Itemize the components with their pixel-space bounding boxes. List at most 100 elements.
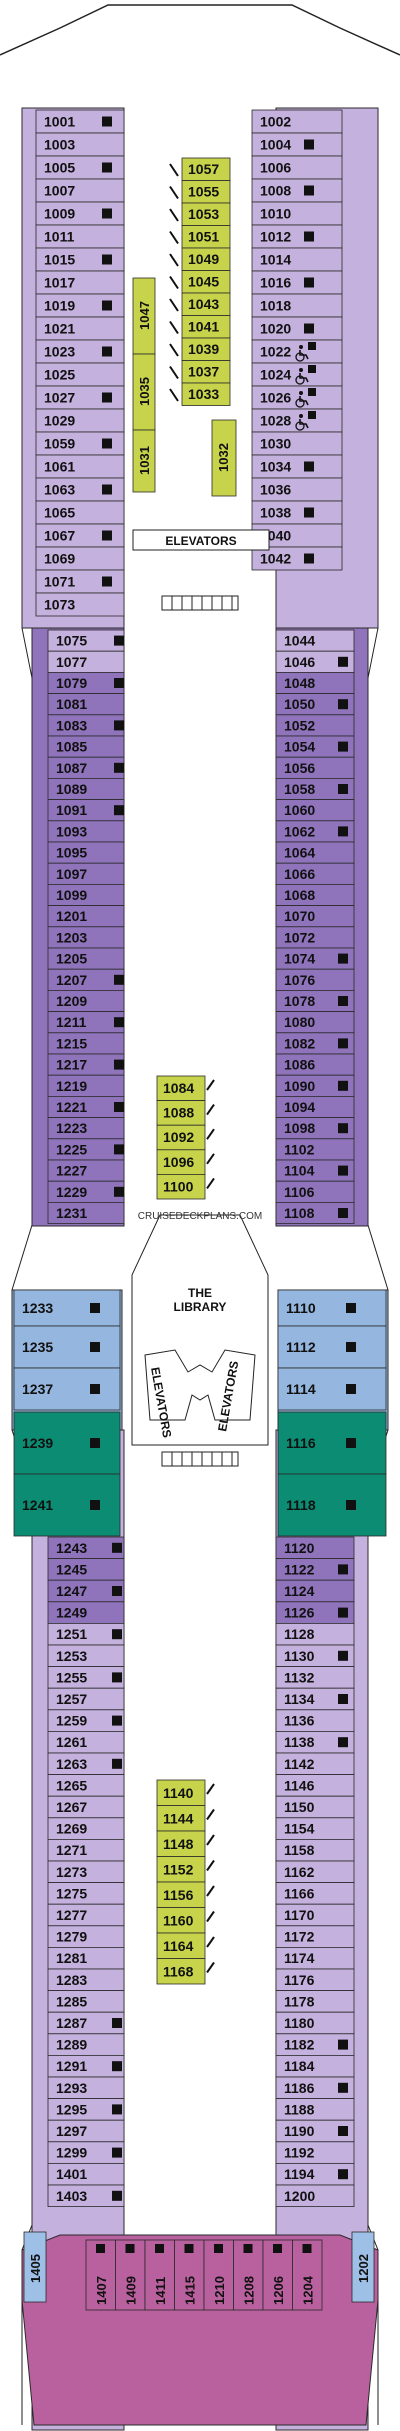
cabin-number: 1255 [56, 1669, 87, 1685]
cabin-number: 1295 [56, 2101, 87, 2117]
cabin-number: 1076 [284, 972, 315, 988]
elevator-lobby [144, 1349, 256, 1421]
center-cabin[interactable] [156, 1881, 206, 1908]
center-cabin[interactable] [211, 419, 237, 497]
cabin-number: 1035 [137, 377, 152, 406]
cabin-number: 1014 [260, 252, 291, 268]
cabin[interactable] [251, 546, 343, 571]
cabin-number: 1271 [56, 1842, 87, 1858]
cabin-number: 1096 [163, 1154, 194, 1170]
cabin-number: 1184 [284, 2058, 315, 2074]
cabin-number: 1249 [56, 1605, 87, 1621]
center-cabin[interactable] [156, 1124, 206, 1151]
door-icon [112, 2104, 122, 2115]
cabin-number: 1006 [260, 160, 291, 176]
wheelchair-icon [295, 414, 309, 431]
door-icon [346, 1438, 356, 1448]
door-icon [214, 2244, 223, 2253]
cabin-number: 1078 [284, 993, 315, 1009]
cabin-number: 1054 [284, 739, 315, 755]
cabin-number: 1261 [56, 1734, 87, 1750]
cabin-number: 1233 [22, 1300, 53, 1316]
center-cabin[interactable] [156, 1805, 206, 1832]
center-cabin[interactable] [156, 1830, 206, 1857]
stern-side-cabin[interactable] [351, 2231, 375, 2303]
cabin[interactable] [13, 1325, 121, 1369]
door-icon [169, 230, 179, 245]
door-icon [338, 1038, 348, 1049]
cabin-number: 1124 [284, 1583, 315, 1599]
door-icon [308, 342, 316, 350]
cabin[interactable] [277, 1325, 387, 1369]
cabin-number: 1066 [284, 866, 315, 882]
cabin-number: 1136 [284, 1713, 315, 1729]
cabin[interactable] [277, 1289, 387, 1327]
cabin[interactable] [277, 1367, 387, 1411]
cabin-number: 1192 [284, 2145, 315, 2161]
cabin-number: 1170 [284, 1907, 315, 1923]
cabin-number: 1283 [56, 1972, 87, 1988]
cabin-number: 1281 [56, 1950, 87, 1966]
stern-side-cabin[interactable] [23, 2231, 47, 2303]
cabin-number: 1120 [284, 1540, 315, 1556]
door-icon [206, 1808, 215, 1821]
door-icon [114, 1017, 124, 1028]
center-cabin[interactable] [156, 1075, 206, 1102]
center-cabin[interactable] [156, 1932, 206, 1959]
cabin-number: 1019 [44, 298, 75, 314]
door-icon [206, 1177, 215, 1189]
door-icon [112, 2061, 122, 2072]
cabin-number: 1005 [44, 160, 75, 176]
cabin-number: 1104 [284, 1163, 315, 1179]
cabin-number: 1094 [284, 1099, 315, 1115]
center-cabin[interactable] [181, 382, 231, 406]
cabin[interactable] [13, 1473, 121, 1537]
cabin-number: 1186 [284, 2080, 315, 2096]
cabin-number: 1048 [284, 675, 315, 691]
cabin[interactable] [47, 1202, 125, 1225]
cabin-number: 1045 [188, 274, 219, 290]
door-icon [112, 2147, 122, 2158]
cabin-number: 1112 [286, 1339, 316, 1355]
cabin[interactable] [35, 592, 125, 617]
door-icon [338, 656, 348, 667]
center-cabin[interactable] [156, 1149, 206, 1175]
cabin-number: 1217 [56, 1057, 87, 1073]
cabin-number: 1081 [56, 696, 87, 712]
cabin-number: 1011 [44, 229, 75, 245]
center-cabin[interactable] [132, 429, 156, 493]
cabin-list: 1001100310051007100910111015101710191021… [13, 109, 387, 2311]
cabin-number: 1269 [56, 1821, 87, 1837]
cabin[interactable] [13, 1289, 121, 1327]
wheelchair-icon [295, 368, 309, 385]
center-cabin[interactable] [156, 1779, 206, 1806]
cabin[interactable] [13, 1367, 121, 1411]
door-icon [206, 1885, 215, 1897]
cabin-number: 1028 [260, 413, 291, 429]
cabin[interactable] [275, 2184, 355, 2208]
cabin-number: 1029 [44, 413, 75, 429]
cabin-number: 1168 [163, 1964, 194, 1980]
door-icon [169, 388, 179, 402]
cabin-number: 1251 [56, 1626, 87, 1642]
cabin-number: 1259 [56, 1713, 87, 1729]
door-icon [206, 1104, 215, 1116]
door-icon [102, 484, 112, 495]
cabin-number: 1031 [137, 446, 152, 475]
center-cabin[interactable] [156, 1174, 206, 1200]
cabin[interactable] [277, 1411, 387, 1475]
cabin-number: 1059 [44, 436, 75, 452]
cabin-number: 1285 [56, 1993, 87, 2009]
cabin[interactable] [277, 1473, 387, 1537]
cabin-number: 1203 [56, 929, 87, 945]
door-icon [338, 1165, 348, 1176]
center-cabin[interactable] [156, 1958, 206, 1985]
door-icon [273, 2244, 282, 2253]
cabin-number: 1257 [56, 1691, 87, 1707]
cabin-number: 1085 [56, 739, 87, 755]
cabin[interactable] [47, 2184, 125, 2208]
cabin-number: 1060 [284, 802, 315, 818]
stairs-icon-top [161, 595, 239, 611]
cabin[interactable] [275, 1202, 355, 1225]
cabin[interactable] [13, 1411, 121, 1475]
